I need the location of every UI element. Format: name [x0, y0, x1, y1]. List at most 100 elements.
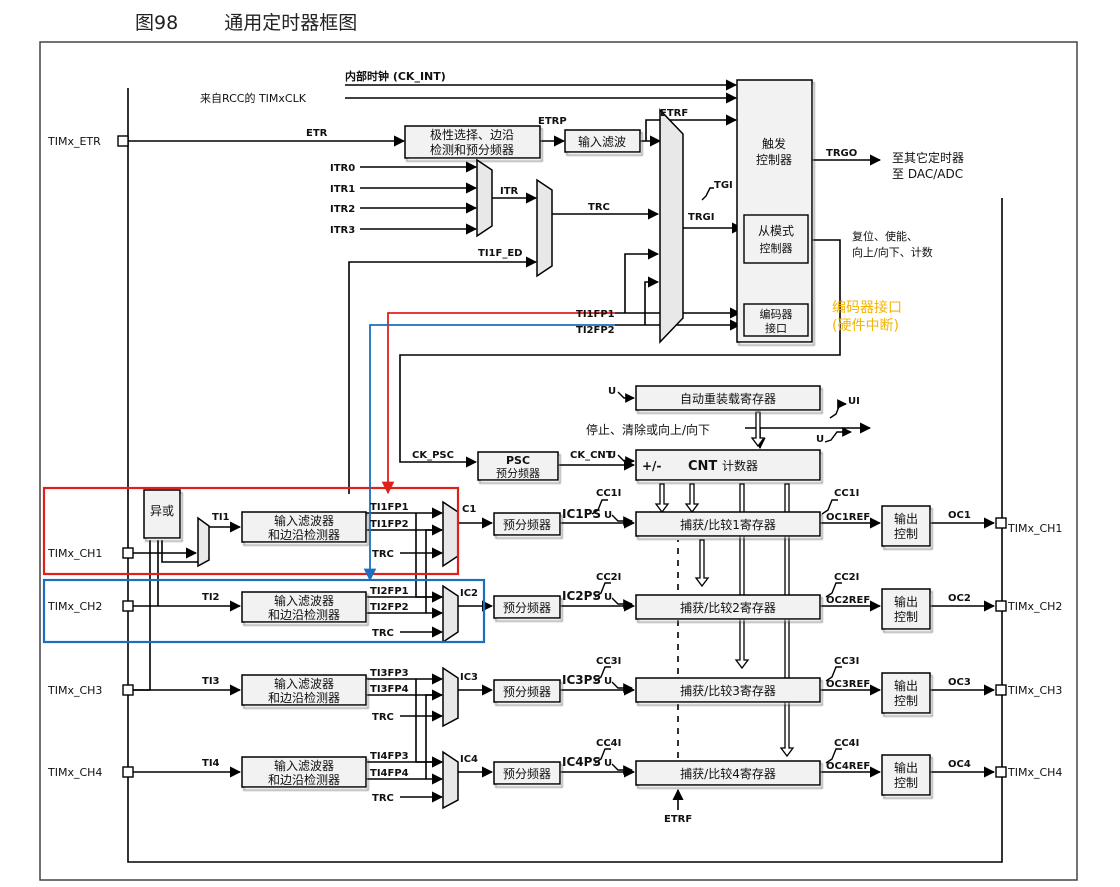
prescaler-block-3 [493, 679, 561, 703]
ti1-mux [197, 516, 210, 568]
clock-rcc-label: 来自RCC的 TIMxCLK [200, 91, 307, 105]
output-ctrl-3 [881, 672, 931, 714]
cc2-label: 捕获/比较2寄存器 [680, 600, 776, 615]
outctrl3-label-1: 输出 [894, 678, 918, 693]
sig-trc-3: TRC [372, 712, 394, 723]
sig-oc4ref: OC4REF [826, 761, 870, 772]
cc1-label: 捕获/比较1寄存器 [680, 517, 776, 532]
sig-itr3: ITR3 [330, 225, 355, 236]
prescaler-label-2: 预分频器 [503, 601, 551, 615]
sig-cc2i-out: CC2I [834, 572, 859, 583]
pin-oc4 [995, 766, 1007, 778]
sig-ti3fp3: TI3FP3 [370, 668, 409, 679]
ch2-highlight-box [42, 578, 486, 644]
ic2-mux [442, 584, 459, 644]
sig-trc: TRC [588, 202, 610, 213]
filter-block-1 [241, 511, 367, 543]
sig-trgo: TRGO [826, 148, 857, 159]
sig-ck-cnt: CK_CNT [570, 450, 613, 461]
pin-etr [117, 135, 129, 147]
encoder-block [743, 303, 809, 337]
sig-ti2fp2: TI2FP2 [576, 325, 615, 336]
sig-trgi: TRGI [688, 212, 714, 223]
sig-ti4: TI4 [202, 758, 220, 769]
ti2fp2-blue-trace [363, 324, 615, 582]
pin-ch1-label: TIMx_CH1 [47, 547, 102, 560]
sig-u-3: U [604, 676, 612, 687]
sig-ic1: C1 [462, 504, 476, 515]
psc-label-2: 预分频器 [496, 466, 540, 480]
filter-block-2 [241, 591, 367, 623]
pin-ch4 [122, 766, 134, 778]
sig-u-cnt: U [608, 450, 616, 461]
outctrl3-label-2: 控制 [894, 694, 918, 708]
sig-oc3ref: OC3REF [826, 679, 870, 690]
encoder-annotation-2: (硬件中断) [832, 318, 899, 334]
sig-oc2ref: OC2REF [826, 595, 870, 606]
cc3-label: 捕获/比较3寄存器 [680, 683, 776, 698]
sig-cc1i-in: CC1I [596, 488, 621, 499]
pin-ch4-label: TIMx_CH4 [47, 766, 102, 779]
clock-internal-label: 内部时钟 (CK_INT) [345, 69, 446, 83]
cnt-sign: +/- [642, 459, 661, 473]
prescaler-label-4: 预分频器 [503, 767, 551, 781]
pin-ch1 [122, 547, 134, 559]
filter3-label-1: 输入滤波器 [274, 676, 334, 691]
sig-itr0: ITR0 [330, 163, 355, 174]
pin-oc3 [995, 684, 1007, 696]
pin-ch2-label: TIMx_CH2 [47, 600, 102, 613]
sig-ic2ps: IC2PS [562, 589, 601, 603]
sig-oc3: OC3 [948, 677, 971, 688]
cc-register-1 [635, 511, 821, 537]
ic4-mux [442, 750, 459, 810]
output-ctrl-1 [881, 505, 931, 547]
sig-u-ar: U [608, 386, 616, 397]
ch1-highlight-box [42, 486, 460, 576]
sig-ic2: IC2 [460, 588, 478, 599]
sig-etrf: ETRF [660, 108, 688, 119]
cnt-bold-label: CNT [688, 459, 717, 474]
outctrl4-label-1: 输出 [894, 760, 918, 775]
prescaler-block-1 [493, 512, 561, 536]
sig-u-1: U [604, 510, 612, 521]
sig-cc4i-in: CC4I [596, 738, 621, 749]
sig-u-2: U [604, 592, 612, 603]
slave-out-label-1: 复位、使能、 [852, 229, 918, 243]
figure-number: 图98 [135, 12, 179, 34]
sig-cc2i-in: CC2I [596, 572, 621, 583]
sig-ic4ps: IC4PS [562, 755, 601, 769]
sig-cc3i-in: CC3I [596, 656, 621, 667]
ti1fp1-red-trace [381, 312, 615, 495]
filter1-label-1: 输入滤波器 [274, 513, 334, 528]
sig-itr1: ITR1 [330, 184, 355, 195]
filter4-label-1: 输入滤波器 [274, 758, 334, 773]
sig-ti4fp3: TI4FP3 [370, 751, 409, 762]
cnt-block [635, 449, 821, 481]
trigger-label-1: 触发 [762, 136, 786, 151]
etr-filter-label: 输入滤波 [578, 134, 626, 149]
slave-out-label-2: 向上/向下、计数 [852, 245, 933, 259]
etr-polarity-block [404, 125, 541, 159]
xor-block [143, 489, 181, 539]
sig-ti1fp1-in: TI1FP1 [370, 502, 409, 513]
sig-cc3i-out: CC3I [834, 656, 859, 667]
sig-itr: ITR [500, 186, 519, 197]
cnt-rest-label: 计数器 [722, 458, 758, 473]
pin-oc1 [995, 517, 1007, 529]
sig-ti4fp4: TI4FP4 [370, 768, 409, 779]
pin-etr-label: TIMx_ETR [47, 135, 101, 148]
pin-oc2-label: TIMx_CH2 [1007, 600, 1062, 613]
sig-oc1: OC1 [948, 510, 971, 521]
sig-etrp: ETRP [538, 116, 567, 127]
ic3-mux [442, 666, 459, 728]
sig-etr: ETR [306, 128, 328, 139]
slave-label-2: 控制器 [760, 241, 793, 255]
slave-label-1: 从模式 [758, 224, 794, 238]
sig-trc-4: TRC [372, 793, 394, 804]
sig-ic3: IC3 [460, 672, 478, 683]
outctrl4-label-2: 控制 [894, 776, 918, 790]
to-timer-label-2: 至 DAC/ADC [892, 167, 963, 181]
cc-register-3 [635, 677, 821, 703]
sig-u-ui: U [816, 434, 824, 445]
